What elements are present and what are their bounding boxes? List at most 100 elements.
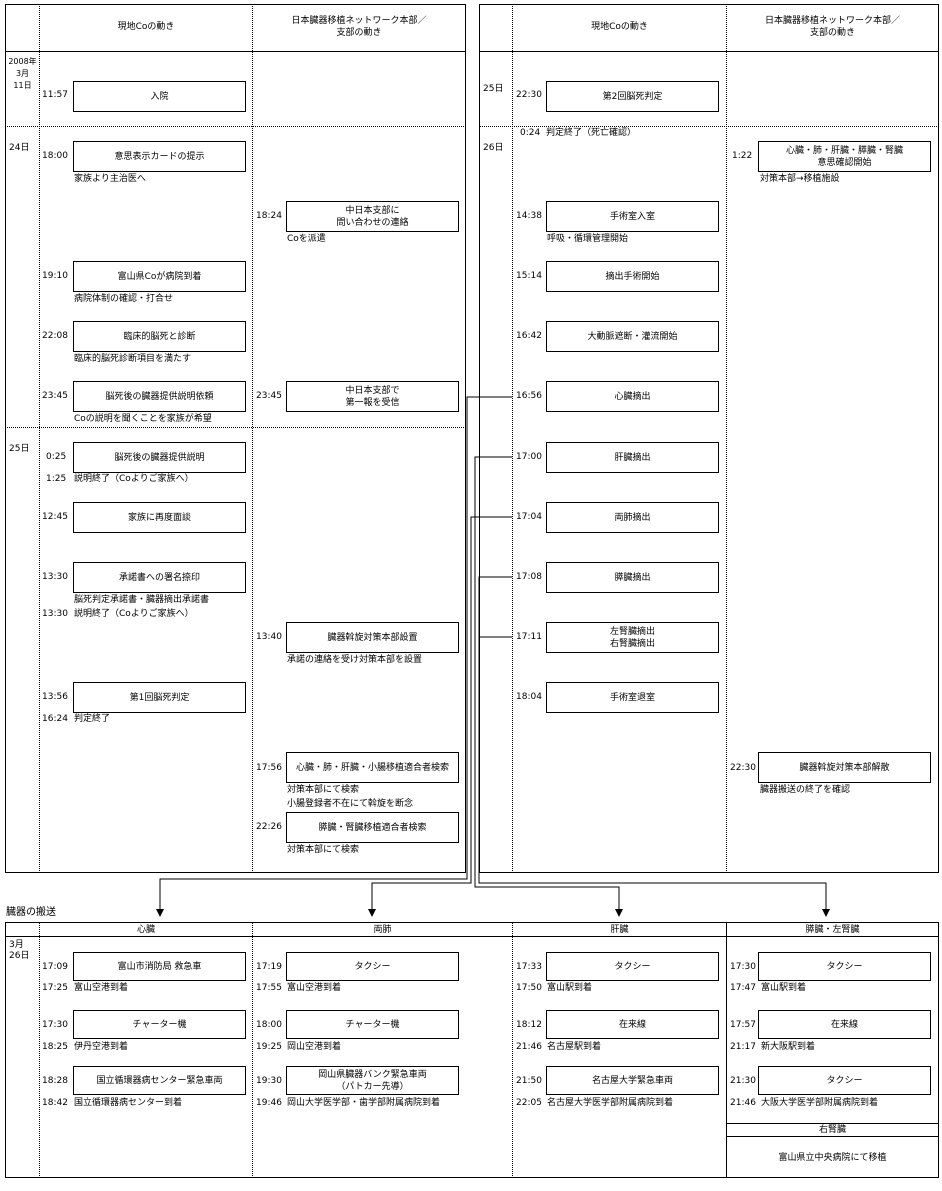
step-arr: 名古屋大学医学部附属病院到着 — [547, 1098, 674, 1108]
step-arr-time: 19:46 — [256, 1098, 282, 1108]
event-note-time: 16:24 — [42, 714, 68, 724]
step-time: 17:33 — [516, 962, 542, 972]
day-label-26: 26日 — [483, 143, 504, 153]
event-time: 15:14 — [516, 271, 542, 281]
event-time: 16:42 — [516, 331, 542, 341]
event-box-pancreas-removal: 膵臓摘出 — [546, 562, 719, 593]
event-time: 19:10 — [42, 271, 68, 281]
step-arr: 伊丹空港到着 — [74, 1042, 129, 1052]
event-box-recipient-search-2: 膵臓・腎臓移植適合者検索 — [286, 812, 459, 843]
step-arr-time: 17:55 — [256, 983, 282, 993]
left-day-rule-24 — [5, 126, 466, 127]
event-note: 判定終了 — [74, 714, 111, 724]
event-time: 17:08 — [516, 572, 542, 582]
transport-title: 臓器の搬送 — [6, 907, 56, 918]
step-arr: 岡山大学医学部・歯学部附属病院到着 — [287, 1098, 441, 1108]
event-time: 13:30 — [42, 572, 68, 582]
transport-header-pancreas-kidney: 膵臓・左腎臓 — [805, 925, 860, 935]
event-box-lungs-removal: 両肺摘出 — [546, 502, 719, 533]
event-box-kidneys-removal: 左腎臓摘出 右腎臓摘出 — [546, 622, 719, 653]
step-time: 17:57 — [730, 1020, 756, 1030]
step-box-charter: チャーター機 — [73, 1010, 246, 1039]
step-box-ncvc-vehicle: 国立循環器病センター緊急車両 — [73, 1066, 246, 1095]
step-time: 21:50 — [516, 1076, 542, 1086]
event-note: 説明終了（Coよりご家族へ） — [74, 474, 194, 484]
transport-divider-date — [39, 922, 40, 1178]
step-arr-time: 18:42 — [42, 1098, 68, 1108]
right-kidney-rule-mid — [726, 1136, 939, 1137]
step-time: 18:12 — [516, 1020, 542, 1030]
right-kidney-text: 富山県立中央病院にて移植 — [778, 1153, 887, 1163]
right-kidney-rule-top — [726, 1123, 939, 1124]
event-note: 承諾の連絡を受け対策本部を設置 — [287, 655, 423, 665]
right-panel — [479, 4, 939, 873]
event-time: 18:00 — [42, 151, 68, 161]
step-arr: 岡山空港到着 — [287, 1042, 342, 1052]
connector-lungs — [371, 516, 512, 910]
step-arr: 大阪大学医学部附属病院到着 — [761, 1098, 879, 1108]
event-time: 13:40 — [256, 632, 282, 642]
transport-date: 3月 26日 — [9, 940, 30, 961]
connector-pancreas — [478, 576, 827, 910]
arrow-pancreas — [822, 909, 830, 917]
step-box-nagoya-vehicle: 名古屋大学緊急車両 — [546, 1066, 719, 1095]
event-note-time: 13:30 — [42, 609, 68, 619]
step-time: 17:19 — [256, 962, 282, 972]
event-time: 14:38 — [516, 211, 542, 221]
event-note: 臓器搬送の終了を確認 — [760, 785, 851, 795]
event-time: 17:00 — [516, 452, 542, 462]
event-box-or-exit: 手術室退室 — [546, 682, 719, 713]
step-time: 17:09 — [42, 962, 68, 972]
event-box-first-report: 中日本支部で 第一報を受信 — [286, 381, 459, 412]
step-arr-time: 19:25 — [256, 1042, 282, 1052]
right-day-rule-26 — [479, 126, 939, 127]
step-box-charter: チャーター機 — [286, 1010, 459, 1039]
event-time: 17:04 — [516, 512, 542, 522]
step-arr-time: 21:46 — [516, 1042, 542, 1052]
left-day-rule-25 — [5, 427, 466, 428]
event-time: 13:56 — [42, 692, 68, 702]
event-time: 22:30 — [516, 90, 542, 100]
event-time: 18:04 — [516, 692, 542, 702]
step-time: 18:28 — [42, 1076, 68, 1086]
transport-divider-1 — [252, 922, 253, 1178]
event-box-inquiry: 中日本支部に 問い合わせの連絡 — [286, 201, 459, 232]
event-time: 12:45 — [42, 512, 68, 522]
event-time: 18:24 — [256, 211, 282, 221]
transport-header-rule — [5, 936, 939, 937]
transport-divider-2 — [512, 922, 513, 1178]
event-box-donor-card: 意思表示カードの提示 — [73, 141, 246, 172]
left-divider-1 — [39, 4, 40, 873]
event-time: 22:08 — [42, 331, 68, 341]
transport-panel — [5, 922, 939, 1178]
step-box-taxi: タクシー — [286, 952, 459, 981]
event-box-donation-explanation: 脳死後の臓器提供説明 — [73, 442, 246, 473]
event-box-explanation-request: 脳死後の臓器提供説明依頼 — [73, 381, 246, 412]
step-arr-time: 21:46 — [730, 1098, 756, 1108]
event-note: 脳死判定承諾書・臓器摘出承諾書 — [74, 595, 210, 605]
connector-heart — [159, 396, 512, 910]
day-label-24: 24日 — [9, 143, 30, 153]
event-note: 病院体制の確認・打合せ — [74, 294, 174, 304]
step-box-okayama-vehicle: 岡山県臓器バンク緊急車両 （パトカー先導） — [286, 1066, 459, 1095]
transport-divider-3 — [726, 922, 727, 1178]
step-time: 21:30 — [730, 1076, 756, 1086]
event-box-intent-confirmation: 心臓・肺・肝臓・膵臓・腎臓 意思確認開始 — [758, 141, 931, 172]
event-box-first-determination: 第1回脳死判定 — [73, 682, 246, 713]
event-box-hq-established: 臓器斡旋対策本部設置 — [286, 622, 459, 653]
event-box-liver-removal: 肝臓摘出 — [546, 442, 719, 473]
right-header-co: 現地Coの動き — [591, 22, 648, 32]
step-arr: 名古屋駅到着 — [547, 1042, 602, 1052]
step-arr-time: 21:17 — [730, 1042, 756, 1052]
event-note-time: 1:25 — [46, 474, 67, 484]
step-arr: 富山空港到着 — [74, 983, 129, 993]
day-label-25: 25日 — [9, 444, 30, 454]
event-note: 家族より主治医へ — [74, 174, 146, 184]
right-divider-2 — [726, 4, 727, 873]
event-note: 対策本部にて検索 — [287, 845, 360, 855]
arrow-liver — [615, 909, 623, 917]
step-box-ambulance: 富山市消防局 救急車 — [73, 952, 246, 981]
event-note: 対策本部にて検索 — [287, 785, 360, 795]
event-time: 16:56 — [516, 391, 542, 401]
step-box-local-train: 在来線 — [758, 1010, 931, 1039]
